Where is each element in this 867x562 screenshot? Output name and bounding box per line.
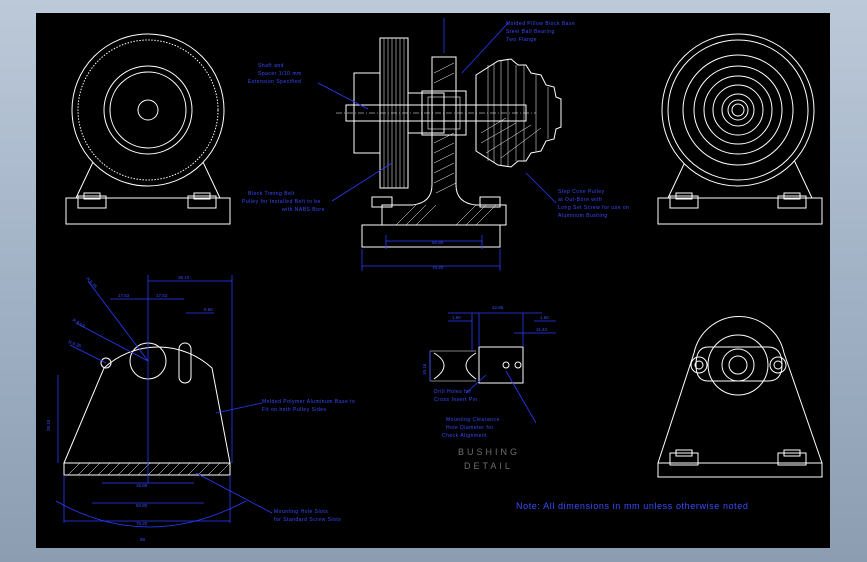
general-note: Note: All dimensions in mm unless otherw… xyxy=(516,501,749,511)
dim-ang1: R.6.35 xyxy=(85,276,98,289)
hatching xyxy=(395,62,497,226)
front-dimensioned-view xyxy=(55,275,273,528)
callout-bushing-2: Mounting Clearance Hole Diameter for Che… xyxy=(442,417,500,439)
dim-bush-a: 1.60 xyxy=(452,315,461,320)
dim-bush-d: 10.16 xyxy=(422,363,427,375)
svg-text:Shaft and: Shaft and xyxy=(258,63,284,69)
svg-text:Mounting Hole Slots: Mounting Hole Slots xyxy=(274,509,328,515)
dim-base-width: 76.20 xyxy=(432,265,444,270)
section-view xyxy=(317,18,562,271)
dim-front-d: 15.88 xyxy=(136,483,148,488)
dim-front-a: 38.10 xyxy=(178,275,190,280)
dim-top-width: 50.80 xyxy=(432,240,444,245)
svg-text:Mounting Clearance: Mounting Clearance xyxy=(446,417,500,423)
dim-front-height: 38.10 xyxy=(46,419,51,431)
svg-text:at Out-Bore with: at Out-Bore with xyxy=(558,197,602,203)
svg-text:Fit on both Pulley Sides: Fit on both Pulley Sides xyxy=(262,407,327,413)
svg-text:Check Alignment: Check Alignment xyxy=(442,433,487,439)
callout-step-cone: Step Cone Pulley at Out-Bore with Long S… xyxy=(558,189,629,219)
svg-text:Pulley for Installed Belt to b: Pulley for Installed Belt to be xyxy=(242,199,321,205)
svg-text:Spacer 1/10 mm: Spacer 1/10 mm xyxy=(258,71,302,77)
dim-bush-c: 11.43 xyxy=(536,327,547,332)
drawing-sheet: Shaft and Spacer 1/10 mm Extension Speci… xyxy=(36,13,830,548)
callout-timing-pulley: Block Timing Belt Pulley for Installed B… xyxy=(242,191,325,213)
dim-front-c: 6.60 xyxy=(204,307,213,312)
dim-front-h: 88 xyxy=(140,537,146,542)
bushing-title-2: DETAIL xyxy=(464,461,513,471)
svg-text:with NABS Bore: with NABS Bore xyxy=(282,207,325,213)
svg-text:Hole Diameter for: Hole Diameter for xyxy=(446,425,494,431)
svg-text:Long Set Screw for use on: Long Set Screw for use on xyxy=(558,205,629,211)
end-view-left xyxy=(65,33,231,225)
svg-text:Two Flange: Two Flange xyxy=(506,37,537,43)
dim-front-b2: 17.53 xyxy=(156,293,168,298)
dim-front-b: 17.53 xyxy=(118,293,130,298)
svg-text:for Standard Screw Slots: for Standard Screw Slots xyxy=(274,517,341,523)
svg-text:Aluminum Bushing: Aluminum Bushing xyxy=(558,213,608,219)
svg-text:Extension Specified: Extension Specified xyxy=(248,79,301,85)
dim-ang3: R.6.35 xyxy=(68,339,83,348)
svg-text:Cross Insert Pin: Cross Insert Pin xyxy=(434,397,478,403)
dim-front-f: 50.80 xyxy=(136,503,148,508)
svg-text:Drill Holes for: Drill Holes for xyxy=(434,389,472,395)
bushing-title-1: BUSHING xyxy=(458,447,520,457)
callout-bearing-block: Molded Pillow Block Base Steel Ball Bear… xyxy=(506,21,575,43)
svg-text:Molded Pillow Block Base: Molded Pillow Block Base xyxy=(506,21,575,27)
callout-bushing-1: Drill Holes for Cross Insert Pin xyxy=(434,389,478,403)
dim-ang2: R.9.53 xyxy=(72,318,86,329)
dim-front-g: 76.20 xyxy=(136,521,148,526)
dim-bush-b: 1.60 xyxy=(540,315,549,320)
svg-text:Steel Ball Bearing: Steel Ball Bearing xyxy=(506,29,555,35)
callout-shaft: Shaft and Spacer 1/10 mm Extension Speci… xyxy=(248,63,302,85)
dim-bush-overall: 22.86 xyxy=(492,305,504,310)
callout-base-plate: Molded Polymer Aluminum Base to Fit on b… xyxy=(262,399,355,413)
callout-mount-holes: Mounting Hole Slots for Standard Screw S… xyxy=(274,509,341,523)
svg-text:Molded Polymer Aluminum Base t: Molded Polymer Aluminum Base to xyxy=(262,399,355,405)
svg-text:Step Cone Pulley: Step Cone Pulley xyxy=(558,189,605,195)
bushing-detail xyxy=(429,312,556,424)
svg-text:Block Timing Belt: Block Timing Belt xyxy=(248,191,295,197)
end-view-right xyxy=(657,33,823,225)
cad-drawing: Shaft and Spacer 1/10 mm Extension Speci… xyxy=(46,18,823,542)
end-view-bottom-right xyxy=(657,316,823,478)
